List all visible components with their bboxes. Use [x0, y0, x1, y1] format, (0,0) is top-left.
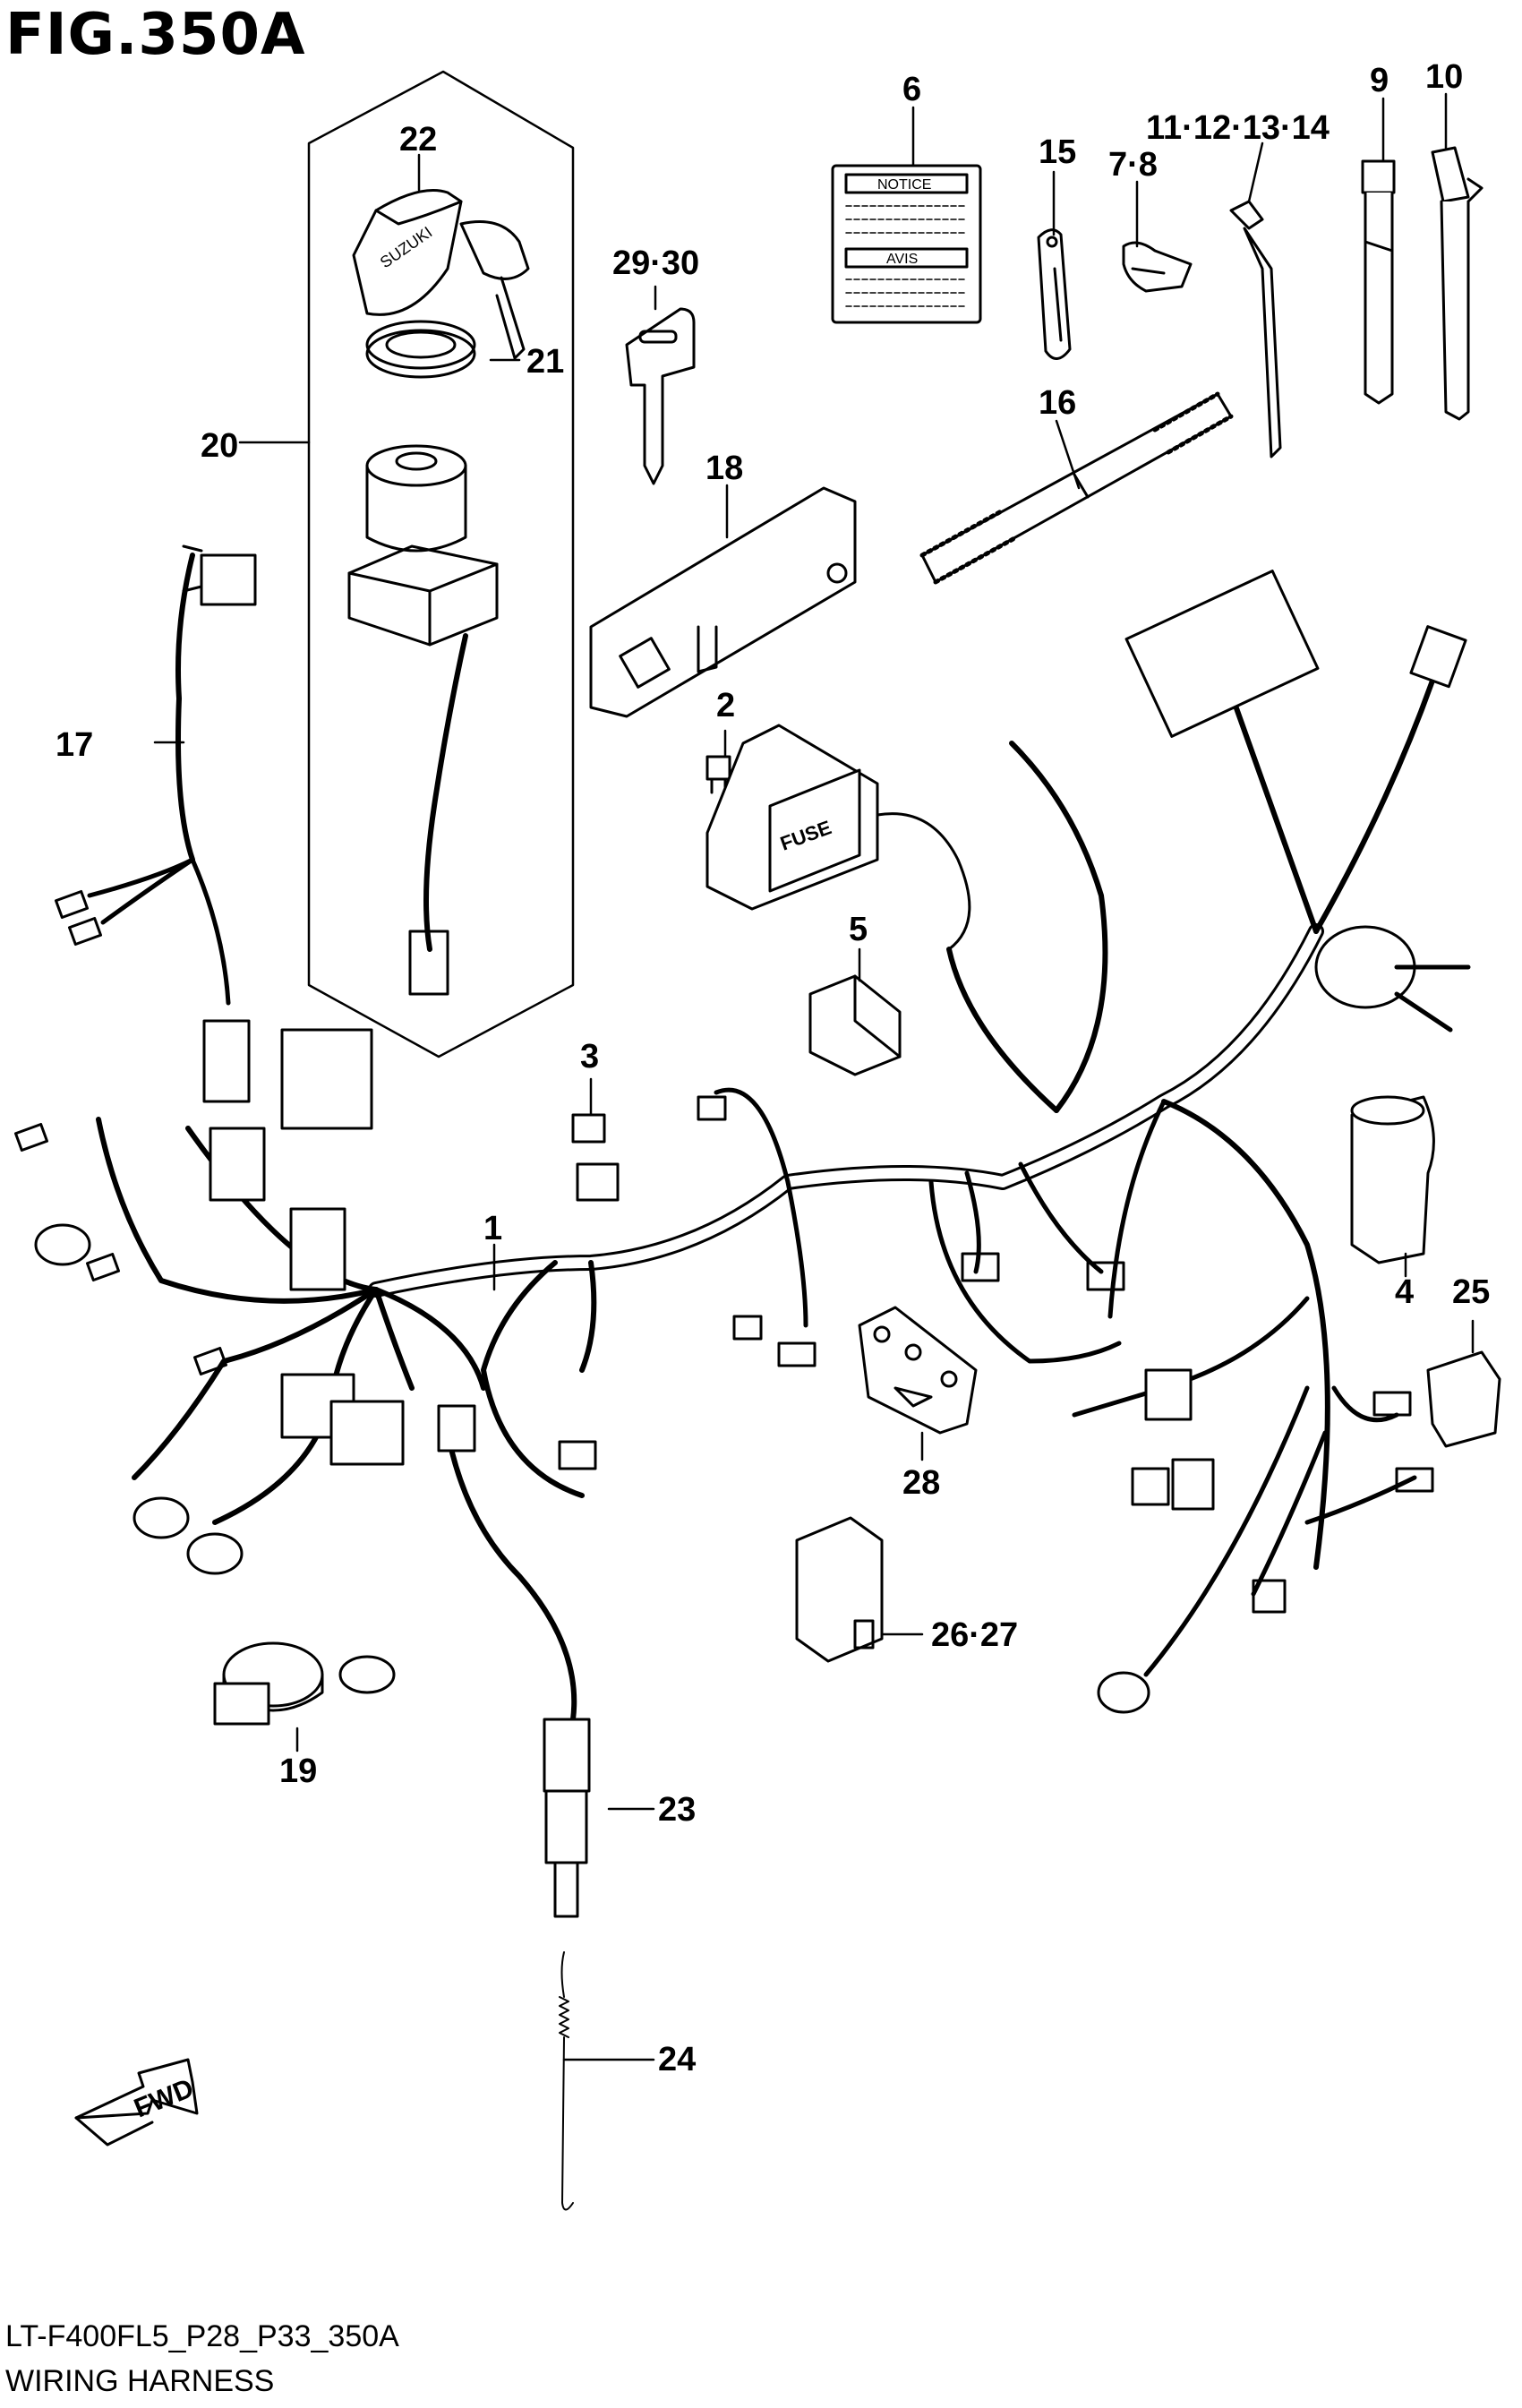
part-20-ignition-switch: [347, 444, 499, 996]
part-9-band: [1361, 159, 1396, 405]
callout-1: 1: [483, 1210, 502, 1247]
part-3-relay: [571, 1113, 620, 1202]
callout-15: 15: [1039, 133, 1076, 171]
fuse-box: FUSE: [705, 724, 971, 951]
callout-9: 9: [1370, 62, 1389, 99]
part-7-8-clip: [1122, 241, 1193, 293]
part-17-sub-harness: [54, 544, 257, 1103]
part-22-key-cap: SUZUKI: [352, 189, 530, 360]
avis-label-text: AVIS: [886, 252, 918, 267]
part-29-30-blank-key: [625, 307, 696, 485]
part-28-bracket-plate: [858, 1306, 978, 1435]
callout-28: 28: [902, 1464, 940, 1502]
callout-leaders: [153, 92, 1475, 2061]
part-19-switch: [213, 1641, 396, 1726]
callout-23: 23: [658, 1791, 696, 1829]
part-5-boot: [808, 974, 902, 1076]
part-2-fuse: [705, 755, 731, 794]
callout-5: 5: [849, 911, 868, 948]
callout-29-30: 29·30: [612, 244, 699, 282]
callout-2: 2: [716, 687, 735, 724]
fwd-arrow: FWD: [74, 2058, 199, 2147]
callout-numbers: 22 21 20 17 1 2 3 6 15 7·8 11·12·13·14 9…: [56, 58, 1490, 2078]
figure-name: WIRING HARNESS: [5, 2364, 275, 2398]
callout-7-8: 7·8: [1108, 146, 1158, 184]
callout-25: 25: [1452, 1273, 1490, 1311]
part-16-protector-tube: [919, 391, 1234, 585]
callout-17: 17: [56, 726, 93, 764]
part-25-relay: [1426, 1350, 1501, 1448]
figure-title: FIG.350A: [5, 2, 306, 68]
callout-20: 20: [201, 427, 238, 465]
part-10-band-clip: [1431, 146, 1484, 421]
part-1-main-harness: [13, 570, 1471, 1714]
callout-22: 22: [399, 121, 437, 159]
callout-6: 6: [902, 71, 921, 108]
part-21-ring-nut: [365, 320, 476, 379]
figure-code: LT-F400FL5_P28_P33_350A: [5, 2319, 399, 2353]
part-23-sensor: [437, 1404, 591, 1918]
callout-11-14: 11·12·13·14: [1146, 109, 1330, 147]
callout-21: 21: [526, 343, 564, 381]
part-4-boot: [1350, 1095, 1435, 1264]
callout-19: 19: [279, 1752, 317, 1790]
part-24-spring: [559, 1951, 574, 2211]
callout-3: 3: [580, 1038, 599, 1075]
callout-4: 4: [1395, 1273, 1414, 1311]
part-11-14-cable-tie: [1229, 200, 1282, 458]
part-26-27-relay: [795, 1516, 884, 1663]
callout-18: 18: [705, 450, 743, 487]
ignition-switch-group-box: [307, 70, 575, 1058]
part-18-bracket: [589, 486, 857, 718]
callout-16: 16: [1039, 384, 1076, 422]
notice-label-text: NOTICE: [877, 177, 931, 193]
callout-10: 10: [1425, 58, 1463, 96]
part-6-notice-label: NOTICE AVIS: [831, 164, 982, 324]
callout-24: 24: [658, 2041, 696, 2078]
part-15-clamp: [1037, 228, 1072, 360]
callout-26-27: 26·27: [931, 1616, 1018, 1654]
